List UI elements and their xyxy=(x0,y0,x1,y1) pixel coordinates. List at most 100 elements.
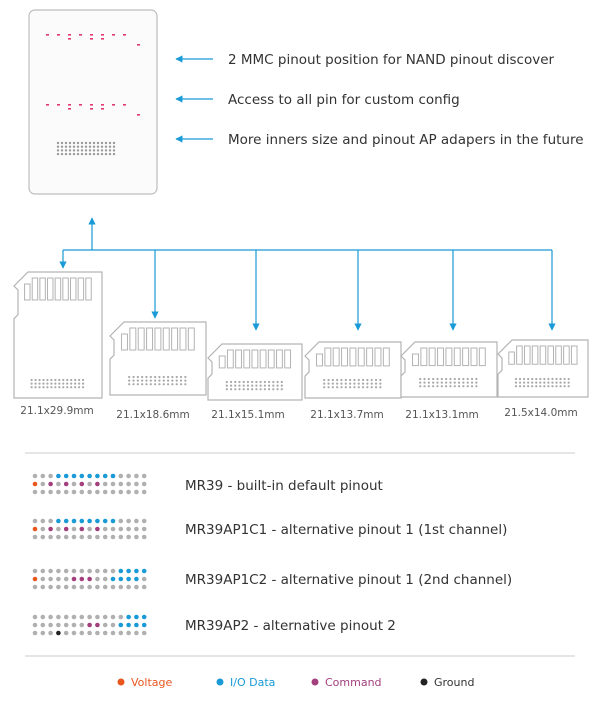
sd-card-pad xyxy=(70,382,73,385)
pinout-pin xyxy=(134,473,139,479)
board-pad xyxy=(64,152,68,156)
sd-card-pad xyxy=(449,377,452,381)
sd-card-pad xyxy=(470,385,474,388)
pinout-pin xyxy=(48,481,53,487)
sd-card-pad xyxy=(272,380,275,384)
pinout-pin xyxy=(141,473,147,479)
card-size-label: 21.5x14.0mm xyxy=(504,407,577,419)
sd-card-pad xyxy=(280,384,283,387)
sd-card-pad xyxy=(445,381,448,384)
sd-card-pad xyxy=(166,383,170,386)
pinout-pin xyxy=(134,568,139,574)
pinout-pin xyxy=(63,614,69,620)
sd-card-pad xyxy=(379,386,382,389)
sd-card-pad xyxy=(539,377,542,381)
pinout-pin xyxy=(87,630,92,636)
sd-card-pad xyxy=(514,381,518,384)
sd-card-pad xyxy=(70,386,73,389)
legend-label-io-data: I/O Data xyxy=(230,676,275,689)
pinout-pin xyxy=(126,481,131,487)
sd-card-pad xyxy=(518,385,522,388)
sd-card-pad xyxy=(62,386,65,389)
sd-card-pad xyxy=(184,375,187,379)
nand-pin xyxy=(46,34,49,36)
board-pad xyxy=(88,152,92,156)
pinout-grid xyxy=(32,473,147,495)
sd-card-pad xyxy=(366,378,369,382)
pinout-pin xyxy=(126,622,131,628)
pinout-pin xyxy=(102,576,108,582)
sd-card-pad xyxy=(74,382,77,385)
pinout-pin xyxy=(95,526,100,532)
pinout-pin xyxy=(102,614,108,620)
pinout-pin xyxy=(40,518,46,524)
sd-card-pad xyxy=(141,375,144,379)
pinout-pin xyxy=(87,576,92,582)
sd-card-pad xyxy=(136,379,139,382)
pinout-pin xyxy=(32,622,38,628)
pinout-pin xyxy=(79,473,85,479)
sd-card-contact xyxy=(54,277,62,301)
sd-card-pad xyxy=(30,378,33,382)
board-pad xyxy=(72,145,76,148)
pinout-pin xyxy=(40,534,46,540)
pinout-pin xyxy=(141,534,147,540)
pinout-pin xyxy=(102,489,108,495)
pinout-pin xyxy=(48,568,53,574)
sd-card-pad xyxy=(251,388,254,391)
board-pad xyxy=(96,149,100,152)
nand-pin xyxy=(79,34,82,36)
pinout-pin xyxy=(102,526,108,532)
sd-card-pad xyxy=(449,381,452,384)
sd-card-pad xyxy=(154,379,157,382)
sd-card xyxy=(304,341,402,399)
board-pad xyxy=(104,149,108,152)
sd-card-pad xyxy=(340,382,343,385)
sd-card-pad xyxy=(551,377,554,381)
sd-card-contact xyxy=(137,327,145,351)
pinout-label: MR39AP1C2 - alternative pinout 1 (2nd ch… xyxy=(185,572,512,588)
sd-card-pad xyxy=(184,383,187,386)
board-pad xyxy=(84,152,88,156)
sd-card-pad xyxy=(331,382,334,385)
sd-card-contact xyxy=(77,277,85,301)
sd-card-contact xyxy=(523,345,531,365)
sd-card-contact xyxy=(366,347,374,367)
pinout-pin xyxy=(71,473,77,479)
sd-card-outline xyxy=(109,321,207,396)
sd-card-pad xyxy=(268,388,271,391)
pinout-label: MR39 - built-in default pinout xyxy=(185,478,383,494)
board-pad xyxy=(92,152,96,156)
pinout-pin xyxy=(118,481,124,487)
sd-card-pad xyxy=(523,381,526,384)
nand-pin xyxy=(68,104,71,106)
sd-card-pad xyxy=(327,386,330,389)
sd-card-outline xyxy=(13,271,103,399)
pinout-grid xyxy=(32,614,147,636)
pinout-pin xyxy=(32,518,38,524)
sd-card-pad xyxy=(361,382,365,385)
card-size-labels: 21.1x29.9mm 21.1x18.6mm 21.1x15.1mm 21.1… xyxy=(20,405,577,421)
sd-card-pad xyxy=(423,381,426,384)
sd-card-contact xyxy=(284,349,292,369)
pinout-pin xyxy=(56,576,61,582)
sd-card-pad xyxy=(38,386,41,389)
sd-card-pad xyxy=(54,382,57,385)
sd-card-pad xyxy=(370,386,373,389)
pinout-pin xyxy=(79,518,85,524)
pinout-grid xyxy=(32,518,147,540)
board-pad xyxy=(60,149,64,152)
sd-card-pad xyxy=(518,381,522,384)
sd-card-contact xyxy=(24,283,31,301)
sd-card-pad xyxy=(251,380,254,384)
pinout-pin xyxy=(95,630,100,636)
pinout-pin xyxy=(126,489,131,495)
pinout-pin xyxy=(118,630,124,636)
pinout-pin xyxy=(79,576,85,582)
sd-card-pad xyxy=(225,388,228,391)
pinout-pin xyxy=(71,622,77,628)
sd-card-pad xyxy=(323,382,326,385)
board-pad xyxy=(112,149,116,152)
sd-card-pad xyxy=(559,385,562,388)
pinout-pin xyxy=(56,630,61,636)
